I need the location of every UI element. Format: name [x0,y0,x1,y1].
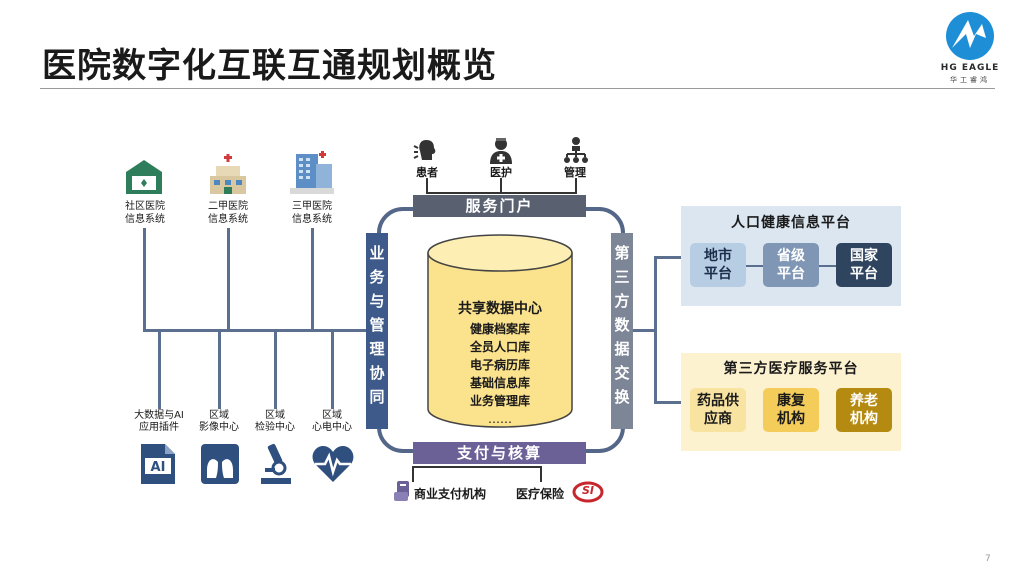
database-cylinder [426,233,574,433]
database-title: 共享数据中心 [458,301,542,317]
brand-name: HG EAGLE [940,63,1000,73]
elderly-care-box: 养老 机构 [836,388,892,432]
platform-title: 人口健康信息平台 [731,215,851,231]
connector-line [540,466,542,482]
database-item: 业务管理库 [469,394,530,408]
connector-line [654,401,682,404]
connector-line [331,329,334,409]
management-icon [562,136,590,168]
svg-text:AI: AI [151,460,166,475]
page-title: 医院数字化互联互通规划概览 [42,46,497,86]
payment-card-icon [393,480,413,506]
connector-line [654,256,682,259]
service-label: 区域检验中心 [255,410,295,433]
rehab-institution-box: 康复 机构 [763,388,819,432]
brand-subtitle: 华工睿鸿 [950,76,990,84]
hospital-label: 社区医院信息系统 [125,201,165,225]
community-hospital-icon [122,156,166,200]
user-label: 管理 [564,166,586,179]
partner-label: 商业支付机构 [414,487,487,501]
secondary-hospital-icon [206,154,250,200]
third-party-exchange-bar: 第三方数据交换 [611,233,633,429]
heart-ecg-icon [311,444,355,488]
platform-title: 第三方医疗服务平台 [723,361,859,377]
national-platform-box: 国家 平台 [836,243,892,287]
partner-label: 医疗保险 [516,487,565,501]
brand-logo [930,8,1010,88]
ai-document-icon: AI [137,442,179,490]
province-platform-box: 省级 平台 [763,243,819,287]
user-label: 医护 [490,166,512,179]
connector-line [412,466,542,468]
doctor-icon [486,136,516,168]
connector-line [274,329,277,409]
connector-line [426,178,428,194]
hospital-label: 三甲医院信息系统 [292,201,332,225]
connector-line [143,228,146,332]
service-label: 区域影像中心 [199,410,239,433]
service-label: 区域心电中心 [312,410,352,433]
lungs-imaging-icon [199,442,241,490]
service-portal-bar: 服务门户 [413,195,586,217]
hospital-label: 二甲医院信息系统 [208,201,248,225]
database-item: …… [488,412,512,426]
city-platform-box: 地市 平台 [690,243,746,287]
connector-line [426,192,577,194]
database-item: 健康档案库 [469,322,530,336]
database-item: 电子病历库 [469,358,530,372]
title-divider [40,88,995,89]
eagle-logo-icon [946,12,994,60]
connector-line [218,329,221,409]
tertiary-hospital-icon [288,150,336,200]
connector-line [227,228,230,332]
page-number: 7 [985,554,991,564]
database-item: 全员人口库 [469,340,530,354]
connector-line [575,178,577,194]
social-insurance-logo-icon: SI [572,481,604,503]
payment-settlement-bar: 支付与核算 [413,442,586,464]
business-management-bar: 业务与管理协同 [366,233,388,429]
connector-line [633,329,655,332]
left-bus-line [144,329,376,332]
database-item: 基础信息库 [469,376,530,390]
connector-line [654,256,657,404]
microscope-icon [257,440,295,490]
connector-line [158,329,161,409]
pharma-supplier-box: 药品供 应商 [690,388,746,432]
connector-line [412,466,414,482]
connector-line [311,228,314,332]
patient-icon [412,136,442,168]
user-label: 患者 [416,166,438,179]
connector-line [500,178,502,194]
